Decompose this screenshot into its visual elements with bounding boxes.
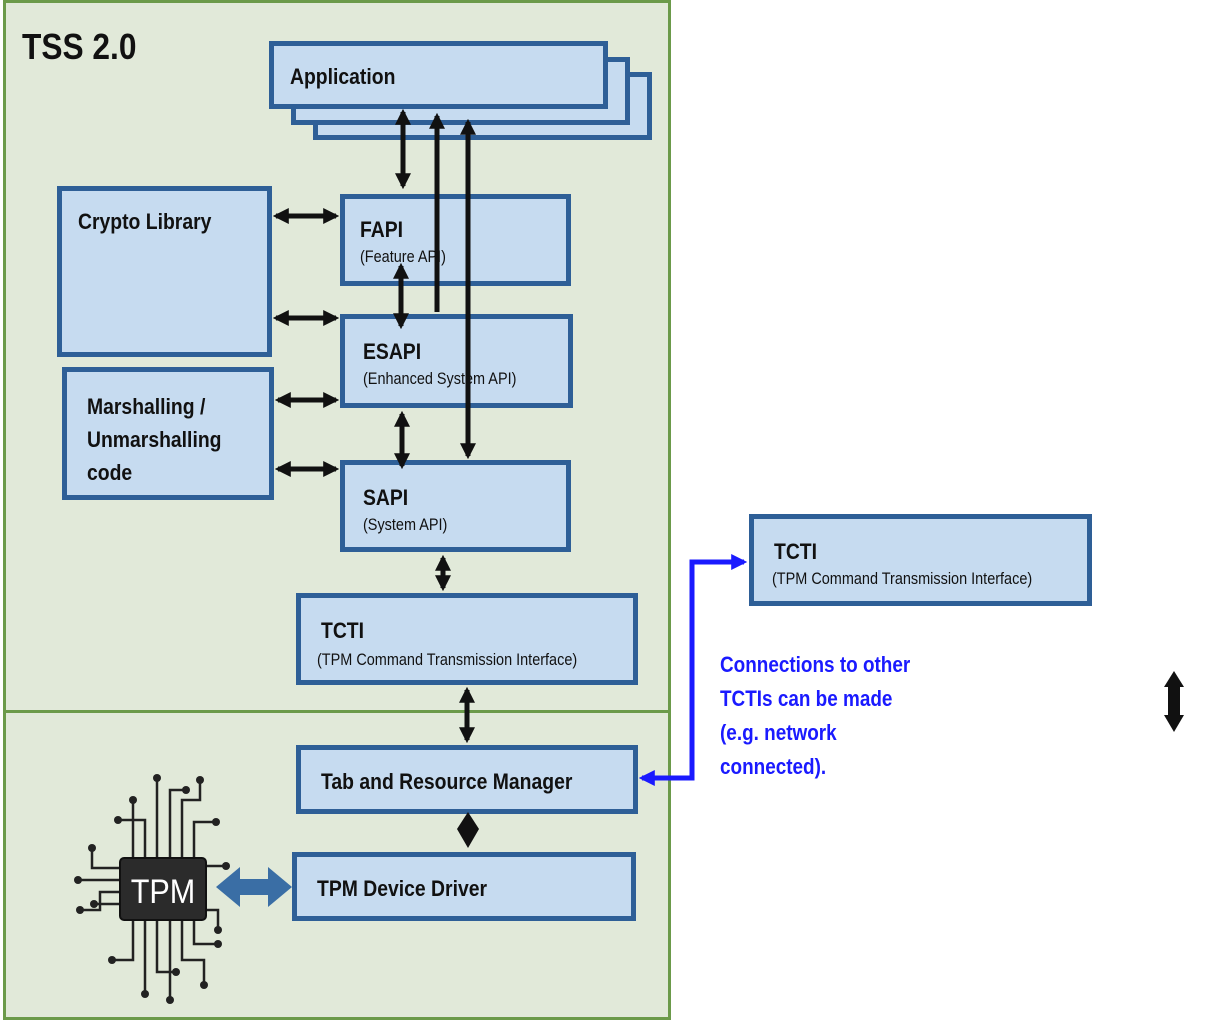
marshalling-box: Marshalling / Unmarshalling code bbox=[62, 367, 274, 500]
tab-resource-manager-box: Tab and Resource Manager bbox=[296, 745, 638, 814]
tpm-device-driver-label: TPM Device Driver bbox=[317, 876, 488, 901]
fapi-sublabel: (Feature API) bbox=[360, 247, 446, 266]
tpm-chip-label: TPM bbox=[131, 873, 196, 911]
application-box: Application bbox=[269, 41, 608, 109]
fapi-label: FAPI bbox=[360, 217, 404, 242]
tcti-local-box: TCTI (TPM Command Transmission Interface… bbox=[296, 593, 638, 685]
tab-resource-manager-label: Tab and Resource Manager bbox=[321, 769, 573, 794]
crypto-library-box: Crypto Library bbox=[57, 186, 272, 357]
tcti-local-sublabel: (TPM Command Transmission Interface) bbox=[317, 650, 578, 669]
sapi-sublabel: (System API) bbox=[363, 515, 448, 534]
chip-pads bbox=[74, 774, 230, 1004]
sapi-box: SAPI (System API) bbox=[340, 460, 571, 552]
remote-tcti-link bbox=[638, 553, 748, 787]
tcti-local-label: TCTI bbox=[321, 618, 365, 643]
marshalling-label: Marshalling / Unmarshalling code bbox=[87, 390, 221, 489]
application-label: Application bbox=[290, 64, 396, 89]
esapi-box: ESAPI (Enhanced System API) bbox=[340, 314, 573, 408]
tpm-chip-body bbox=[119, 857, 207, 921]
decorative-diamond-icon bbox=[1164, 671, 1184, 732]
note-line-1: Connections to other bbox=[720, 652, 911, 677]
marshalling-line-3: code bbox=[87, 460, 133, 485]
note-line-2: TCTIs can be made bbox=[720, 686, 893, 711]
marshalling-line-1: Marshalling / bbox=[87, 394, 206, 419]
fapi-box: FAPI (Feature API) bbox=[340, 194, 571, 286]
esapi-sublabel: (Enhanced System API) bbox=[363, 369, 517, 388]
esapi-label: ESAPI bbox=[363, 339, 422, 364]
tpm-device-driver-box: TPM Device Driver bbox=[292, 852, 636, 921]
tcti-remote-label: TCTI bbox=[774, 539, 818, 564]
remote-tcti-note: Connections to other TCTIs can be made (… bbox=[720, 648, 910, 784]
tpm-chip-icon bbox=[78, 778, 226, 1000]
tabrm-driver-diamond bbox=[457, 812, 479, 848]
sapi-label: SAPI bbox=[363, 485, 409, 510]
tss-title: TSS 2.0 bbox=[22, 26, 137, 67]
tcti-remote-sublabel: (TPM Command Transmission Interface) bbox=[772, 569, 1033, 588]
tcti-remote-box: TCTI (TPM Command Transmission Interface… bbox=[749, 514, 1092, 606]
crypto-library-label: Crypto Library bbox=[78, 209, 212, 234]
chip-driver-arrow bbox=[216, 867, 292, 907]
marshalling-line-2: Unmarshalling bbox=[87, 427, 222, 452]
